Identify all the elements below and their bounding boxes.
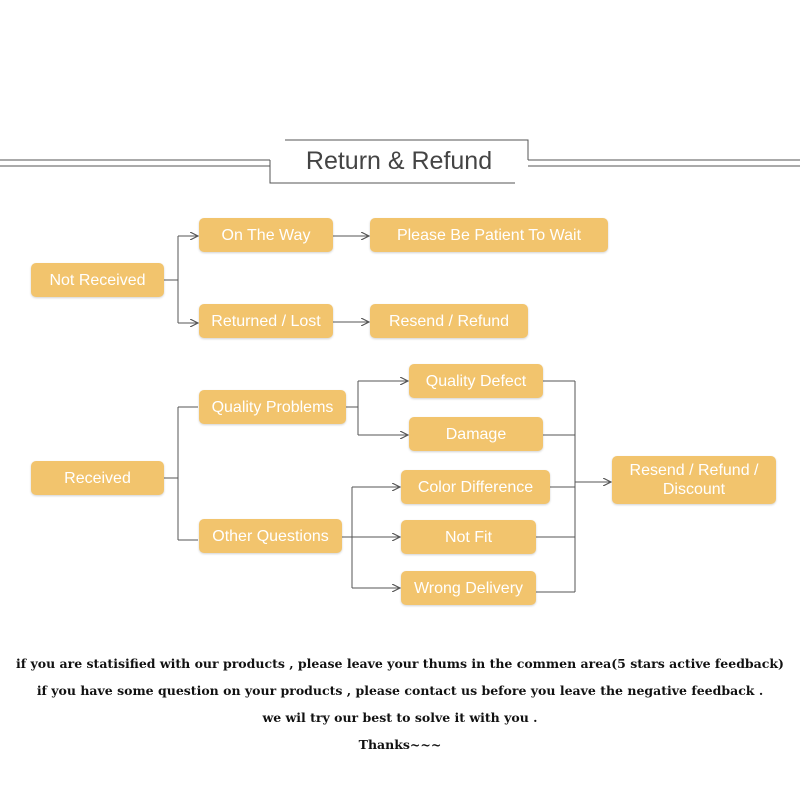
node-quality-problems: Quality Problems bbox=[199, 390, 346, 424]
node-resend-refund: Resend / Refund bbox=[370, 304, 528, 338]
node-other-questions: Other Questions bbox=[199, 519, 342, 553]
node-please-be-patient: Please Be Patient To Wait bbox=[370, 218, 608, 252]
note-line-1: if you are statisified with our products… bbox=[16, 656, 784, 671]
note-line-3: we wil try our best to solve it with you… bbox=[262, 710, 538, 725]
feedback-notes: if you are statisified with our products… bbox=[0, 654, 800, 762]
connectors bbox=[164, 236, 611, 593]
node-returned-lost: Returned / Lost bbox=[199, 304, 333, 338]
node-on-the-way: On The Way bbox=[199, 218, 333, 252]
note-line-4: Thanks~~~ bbox=[358, 737, 442, 752]
node-color-difference: Color Difference bbox=[401, 470, 550, 504]
node-resend-refund-discount-line1: Resend / Refund / bbox=[629, 462, 759, 479]
node-wrong-delivery: Wrong Delivery bbox=[401, 571, 536, 605]
node-not-received: Not Received bbox=[31, 263, 164, 297]
node-quality-defect: Quality Defect bbox=[409, 364, 543, 398]
node-received: Received bbox=[31, 461, 164, 495]
node-damage: Damage bbox=[409, 417, 543, 451]
node-not-fit: Not Fit bbox=[401, 520, 536, 554]
title-frame bbox=[0, 139, 800, 184]
node-resend-refund-discount-line2: Discount bbox=[662, 481, 726, 498]
note-line-2: if you have some question on your produc… bbox=[36, 683, 764, 698]
node-resend-refund-discount: Resend / Refund / Discount bbox=[612, 456, 776, 504]
page-title: Return & Refund bbox=[305, 146, 493, 175]
